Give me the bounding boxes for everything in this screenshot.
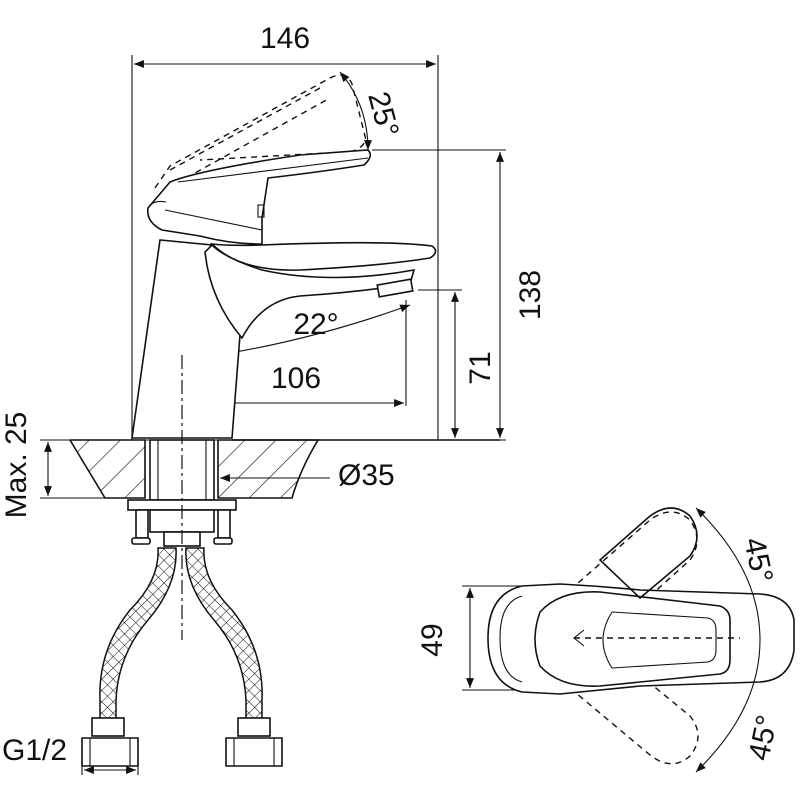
dimension-label-22deg: 22° (293, 308, 338, 341)
dimension-label-45deg-top: 45° (737, 535, 779, 586)
dimension-label-138: 138 (514, 270, 547, 320)
top-view-handle (534, 591, 731, 687)
dimension-label-max25: Max. 25 (0, 412, 33, 519)
faucet-body (131, 149, 437, 439)
dimension-diameter35: Ø35 (220, 459, 395, 492)
handle-rotated-left (598, 507, 698, 600)
dimension-max25: Max. 25 (0, 412, 108, 519)
dimension-49: 49 (416, 585, 520, 691)
connection-thread-label: G1/2 (2, 734, 139, 775)
dimension-label-45deg-bottom: 45° (743, 712, 785, 763)
dimension-label-146: 146 (260, 22, 310, 55)
dimension-label-106: 106 (271, 362, 321, 395)
dimension-label-g12: G1/2 (2, 734, 67, 767)
deck-section (69, 439, 500, 501)
dimension-label-49: 49 (416, 623, 449, 656)
dimension-138: 138 (372, 149, 547, 441)
dimension-label-25deg: 25° (361, 88, 405, 140)
flexible-hoses (81, 547, 283, 767)
dimension-146: 146 (131, 22, 439, 440)
rotated-handle-positions (569, 511, 699, 765)
top-view: 49 45° 45° (416, 507, 795, 773)
side-view: 146 138 71 106 22° 25° (0, 22, 547, 775)
dimension-71: 71 (418, 289, 497, 438)
dimension-label-71: 71 (464, 351, 497, 384)
dimension-25deg: 25° (339, 71, 405, 151)
dimension-label-diameter35: Ø35 (338, 459, 395, 492)
